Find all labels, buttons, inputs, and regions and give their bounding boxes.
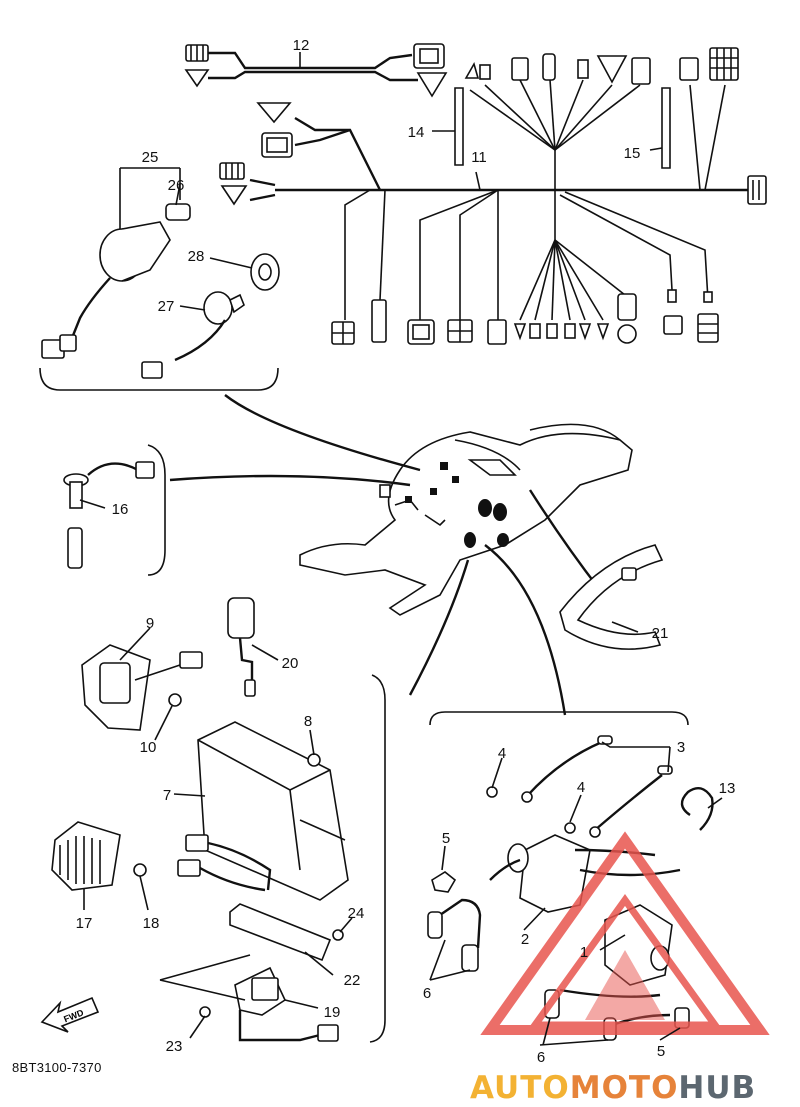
callout-9: 9	[146, 615, 154, 632]
callout-layer: 12 11 14 15 25 26 28 27 16 9 10 20 7 8 1…	[76, 37, 736, 1066]
callout-23: 23	[166, 1038, 183, 1055]
watermark-wordmark: AUTOMOTOHUB	[470, 1070, 756, 1106]
callout-3: 3	[677, 739, 685, 756]
callout-5a: 5	[442, 830, 450, 847]
callout-8: 8	[304, 713, 312, 730]
callout-7: 7	[163, 787, 171, 804]
watermark-triangle	[480, 831, 770, 1035]
callout-15: 15	[624, 145, 641, 162]
main-harness-11	[219, 47, 767, 345]
sub-harness-12	[184, 43, 448, 98]
callout-2: 2	[521, 931, 529, 948]
callout-19: 19	[324, 1004, 341, 1021]
callout-28: 28	[188, 248, 205, 265]
band-21	[559, 544, 664, 650]
callout-25: 25	[142, 149, 159, 166]
main-switch-group	[39, 167, 280, 391]
snowmobile-body	[169, 394, 633, 716]
callout-6b: 6	[537, 1049, 545, 1066]
callout-16: 16	[112, 501, 129, 518]
callout-1: 1	[580, 944, 588, 961]
cable-tie-14	[454, 87, 464, 166]
callout-14: 14	[408, 124, 425, 141]
automotohub-watermark: AUTOMOTOHUB	[470, 1022, 800, 1107]
ignition-components-group	[427, 711, 714, 1041]
document-code: 8BT3100-7370	[12, 1060, 102, 1075]
fwd-arrow: FWD	[40, 996, 100, 1033]
watermark-part-auto: AUTO	[470, 1070, 570, 1106]
callout-24: 24	[348, 905, 365, 922]
callout-6a: 6	[423, 985, 431, 1002]
callout-5b: 5	[657, 1043, 665, 1060]
callout-22: 22	[344, 972, 361, 989]
callout-12: 12	[293, 37, 310, 54]
wire-harness-group	[184, 43, 767, 345]
callout-10: 10	[140, 739, 157, 756]
callout-11: 11	[471, 149, 487, 166]
callout-27: 27	[158, 298, 175, 315]
callout-13: 13	[719, 780, 736, 797]
callout-4b: 4	[577, 779, 585, 796]
callout-17: 17	[76, 915, 93, 932]
callout-20: 20	[282, 655, 299, 672]
left-components-group: FWD	[40, 444, 386, 1043]
cable-tie-15	[661, 87, 671, 169]
callout-21: 21	[652, 625, 669, 642]
callout-18: 18	[143, 915, 160, 932]
watermark-part-hub: HUB	[678, 1070, 757, 1106]
callout-26: 26	[168, 177, 185, 194]
watermark-part-moto: MOTO	[569, 1070, 679, 1106]
callout-4a: 4	[498, 745, 506, 762]
